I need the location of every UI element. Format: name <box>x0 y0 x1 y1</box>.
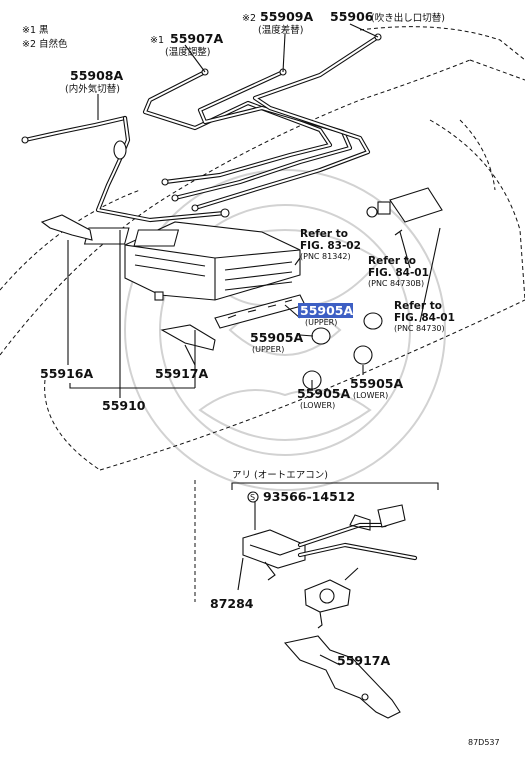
ref1-pnc: (PNC 81342) <box>300 252 351 261</box>
callout-55910: 55910 <box>102 398 146 413</box>
control-panel <box>214 294 306 329</box>
callouts: ※1 55907A (温度調整) ※2 55909A (温度差替) 55906 … <box>40 9 445 668</box>
reference-notes: Refer to FIG. 83-02 (PNC 81342) Refer to… <box>300 228 455 333</box>
ref3-line1: Refer to <box>394 300 442 312</box>
ref2-line1: Refer to <box>368 255 416 267</box>
callout-55906-suffix: (吹き出し口切替) <box>371 12 445 24</box>
callout-55917A-bottom: 55917A <box>337 653 390 668</box>
callout-55905A-lower-2-sub: (LOWER) <box>353 391 388 400</box>
leader-lines <box>67 23 441 666</box>
callout-55917A-top: 55917A <box>155 366 208 381</box>
callout-55905A-highlighted[interactable]: 55905A <box>300 303 353 318</box>
callout-55905A-lower-1-sub: (LOWER) <box>300 401 335 410</box>
knobs <box>302 312 383 390</box>
callout-55905A-upper: 55905A <box>250 330 303 345</box>
callout-55908A-sub: (内外気切替) <box>65 83 120 95</box>
ref1-line1: Refer to <box>300 228 348 240</box>
callout-55908A: 55908A <box>70 68 123 83</box>
brackets <box>40 214 216 351</box>
actuator <box>366 187 443 236</box>
callout-93566-14512: 93566-14512 <box>263 489 355 504</box>
bottom-bracket <box>283 635 401 719</box>
note-black: ※1 黒 <box>22 25 49 36</box>
heater-control-unit <box>83 221 301 301</box>
watermark-emblem <box>124 169 446 491</box>
callout-55905A-highlighted-sub: (UPPER) <box>305 318 337 327</box>
callout-55905A-lower-2: 55905A <box>350 376 403 391</box>
callout-55905A-upper-sub: (UPPER) <box>252 345 284 354</box>
callout-55909A: 55909A <box>260 9 313 24</box>
callout-55907A: 55907A <box>170 31 223 46</box>
ref3-pnc: (PNC 84730) <box>394 324 445 333</box>
callout-55907A-prefix: ※1 <box>150 35 164 46</box>
callout-55906: 55906 <box>330 9 374 24</box>
ref2-pnc: (PNC 84730B) <box>368 279 424 288</box>
callout-55909A-sub: (温度差替) <box>258 24 303 36</box>
callout-55905A-lower-1: 55905A <box>297 386 350 401</box>
auto-ac-assembly <box>242 504 418 629</box>
callout-55907A-sub: (温度調整) <box>165 46 210 58</box>
callout-87284: 87284 <box>210 596 254 611</box>
legend-notes: ※1 黒 ※2 自然色 <box>22 25 68 50</box>
ref1-line2: FIG. 83-02 <box>300 240 361 252</box>
bolt-symbol-letter: S <box>250 493 255 502</box>
ref3-line2: FIG. 84-01 <box>394 312 455 324</box>
auto-ac-frame <box>194 480 439 602</box>
ref2-line2: FIG. 84-01 <box>368 267 429 279</box>
group-label: アリ (オートエアコン) <box>232 470 328 481</box>
figure-code: 87D537 <box>468 738 500 747</box>
highlight-box <box>298 303 353 318</box>
note-natural: ※2 自然色 <box>22 38 68 50</box>
bolt-symbol-icon <box>247 491 259 503</box>
callout-55916A: 55916A <box>40 366 93 381</box>
control-cables <box>21 33 382 223</box>
callout-55909A-prefix: ※2 <box>242 13 256 24</box>
dashboard-outline <box>0 26 525 471</box>
